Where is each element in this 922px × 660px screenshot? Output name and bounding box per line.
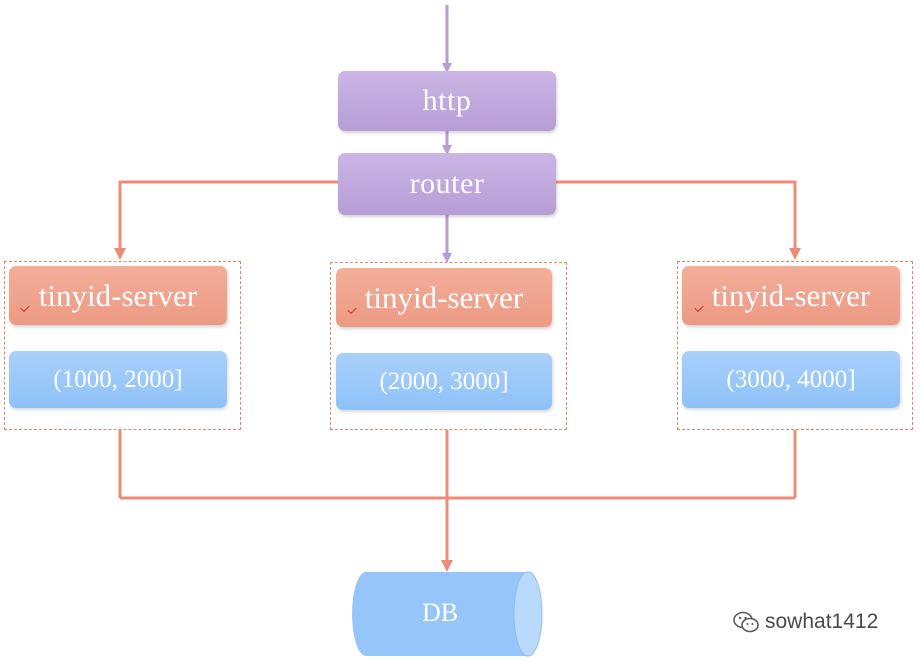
server-name-1: tinyid-server	[38, 277, 198, 313]
server-node-3: tinyid-server	[682, 266, 900, 325]
range-node-2: (2000, 3000]	[336, 353, 552, 410]
watermark: sowhat1412	[733, 607, 878, 637]
range-node-3: (3000, 4000]	[682, 351, 900, 408]
server-node-1: tinyid-server	[9, 266, 227, 325]
server-node-2: tinyid-server	[336, 268, 552, 327]
watermark-text: sowhat1412	[765, 610, 879, 633]
router-label: router	[409, 167, 485, 200]
router-node: router	[338, 153, 556, 215]
db-label: DB	[421, 598, 459, 627]
range-label-3: (3000, 4000]	[726, 365, 856, 393]
http-label: http	[422, 84, 472, 117]
server-name-2: tinyid-server	[364, 279, 524, 315]
arrow-router-server-3	[556, 180, 801, 260]
arrow-router-server-1	[114, 180, 338, 260]
server-name-3: tinyid-server	[711, 277, 871, 313]
range-label-1: (1000, 2000]	[53, 365, 183, 393]
server-group-1	[4, 261, 241, 430]
db-cylinder	[352, 571, 543, 657]
server-group-2	[330, 262, 567, 430]
server-group-3	[677, 261, 913, 430]
range-label-2: (2000, 3000]	[379, 367, 509, 395]
range-node-1: (1000, 2000]	[9, 351, 227, 408]
wechat-icon	[733, 611, 759, 633]
http-node: http	[338, 71, 556, 131]
